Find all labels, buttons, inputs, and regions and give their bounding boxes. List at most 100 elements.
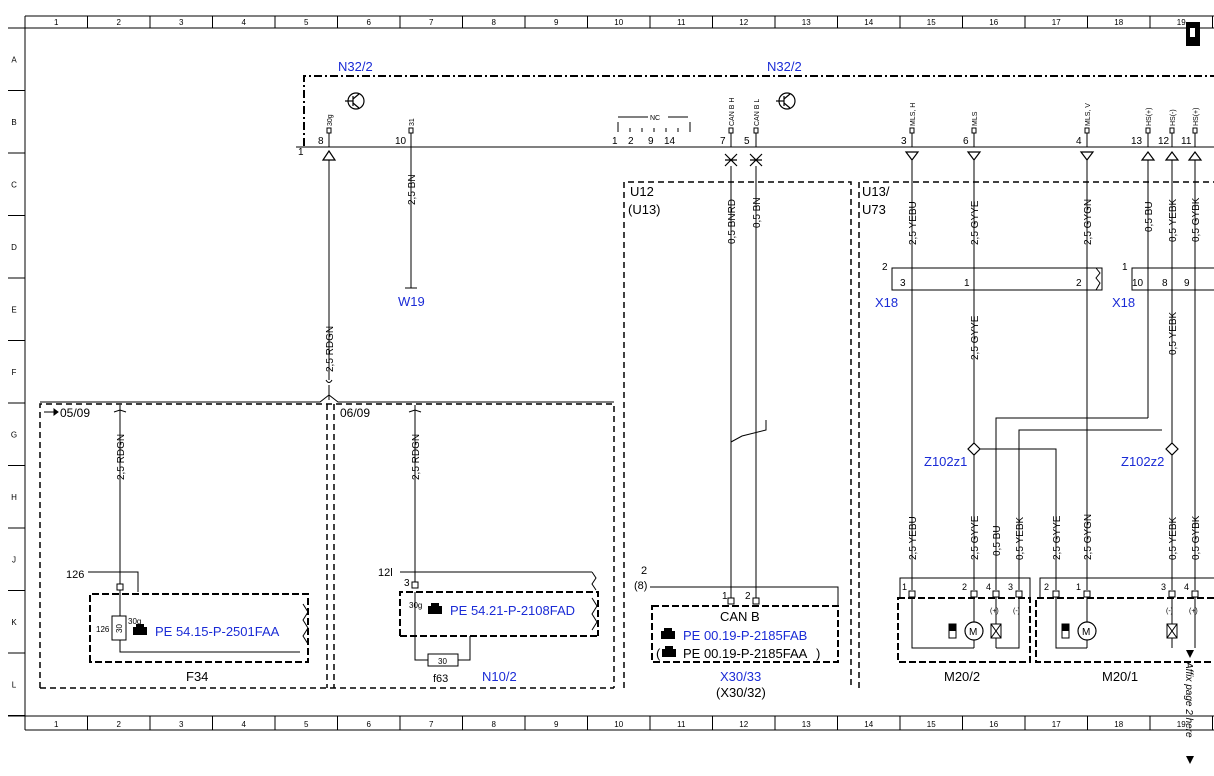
grid-column-label: 4 (242, 18, 247, 27)
svg-text:9: 9 (648, 136, 654, 147)
svg-text:10: 10 (395, 136, 407, 147)
n10-2-pin-numbers: 12l 3 30g 30 (378, 567, 447, 666)
n10-2-reference-icon[interactable] (428, 603, 442, 614)
grid-column-label: 1 (54, 720, 59, 729)
grid-column-label: 19 (1177, 18, 1186, 27)
grid-column-label: 2 (117, 18, 122, 27)
grid-row-label: D (11, 243, 17, 252)
variant-arrow-icons (44, 408, 59, 416)
f34-pin-numbers: 126 126 30g 30 (66, 569, 141, 634)
svg-text:2: 2 (641, 565, 647, 577)
pin-can-h-label: CAN B H (729, 98, 736, 126)
grid-column-label: 9 (554, 18, 559, 27)
x18-pin-numbers: 2 3 1 2 1 10 8 9 (882, 262, 1190, 289)
m20-1-motor-icon: M (1061, 621, 1097, 641)
svg-text:30g: 30g (409, 601, 422, 610)
grid-column-label: 6 (367, 18, 372, 27)
svg-text:126: 126 (66, 569, 84, 581)
grid-column-label: 13 (802, 720, 811, 729)
f34-reference-link[interactable]: PE 54.15-P-2501FAA (155, 624, 280, 639)
svg-text:0,5 GYBK: 0,5 GYBK (1191, 197, 1202, 242)
svg-text:30g: 30g (128, 617, 141, 626)
svg-text:2,5 GYYE: 2,5 GYYE (970, 200, 981, 245)
can-ref2-link[interactable]: PE 00.19-P-2185FAA (683, 646, 808, 661)
svg-text:(+): (+) (990, 608, 999, 615)
svg-text:30: 30 (438, 657, 447, 666)
can-ref1-icon[interactable] (661, 628, 675, 639)
grid-column-label: 16 (989, 18, 998, 27)
svg-text:M: M (969, 627, 977, 638)
svg-text:3: 3 (1008, 582, 1013, 592)
svg-text:2,5 GYYE: 2,5 GYYE (1052, 515, 1063, 560)
can-ref1-link[interactable]: PE 00.19-P-2185FAB (683, 628, 807, 643)
svg-text:(8): (8) (634, 580, 647, 592)
svg-text:2: 2 (745, 591, 751, 602)
grid-column-label: 16 (989, 720, 998, 729)
svg-text:7: 7 (720, 136, 726, 147)
grid-row-label: E (11, 305, 16, 314)
svg-text:2: 2 (882, 262, 888, 273)
diagram-frame (8, 15, 1214, 731)
grid-row-label: B (11, 118, 16, 127)
svg-text:5: 5 (744, 136, 750, 147)
svg-text:11: 11 (1181, 136, 1192, 147)
svg-text:14: 14 (664, 136, 676, 147)
grid-column-label: 18 (1114, 720, 1123, 729)
f34-reference-icon[interactable] (133, 624, 147, 635)
nc-label: NC (650, 115, 660, 122)
z102z1-label: Z102z1 (924, 454, 967, 469)
grid-column-label: 5 (304, 720, 309, 729)
pin-hs-plus-label: HS(+) (1146, 108, 1153, 126)
grid-column-label: 11 (677, 720, 686, 729)
svg-text:2,5 RDGN: 2,5 RDGN (325, 326, 336, 372)
pin-mls-label: MLS (972, 111, 979, 126)
u13-paren-label: (U13) (628, 202, 661, 217)
can-ref2-icon[interactable] (662, 646, 676, 657)
can-b-connector (650, 586, 839, 663)
x18-left-connector (891, 267, 1103, 291)
n32-2-left-label: N32/2 (338, 59, 373, 74)
variant-box-top-line (40, 394, 614, 403)
wire-labels: 2,5 RDGN 2,5 BN 0,5 BNRD 0,5 BN 2,5 YEBU… (116, 174, 1202, 560)
svg-text:0,5 YEBK: 0,5 YEBK (1168, 516, 1179, 560)
svg-text:2,5 GYGN: 2,5 GYGN (1083, 514, 1094, 560)
svg-text:2: 2 (628, 136, 634, 147)
svg-text:1: 1 (1122, 262, 1128, 273)
pin-can-l-label: CAN B L (754, 99, 761, 126)
frame-pin-1: 1 (298, 147, 304, 158)
connector-arrow-icons (321, 149, 1203, 167)
svg-text:3: 3 (901, 136, 907, 147)
m20-1-label: M20/1 (1102, 669, 1138, 684)
svg-text:30: 30 (115, 624, 124, 633)
svg-text:126: 126 (96, 625, 110, 634)
grid-column-label: 8 (492, 18, 497, 27)
svg-text:0,5 YEBK: 0,5 YEBK (1168, 198, 1179, 242)
grid-column-label: 17 (1052, 18, 1061, 27)
f34-label: F34 (186, 669, 208, 684)
n10-2-reference-link[interactable]: PE 54.21-P-2108FAD (450, 603, 575, 618)
svg-text:6: 6 (963, 136, 969, 147)
grid-column-label: 14 (864, 18, 873, 27)
grid-row-label: H (11, 493, 17, 502)
u13-label: U13/ (862, 184, 890, 199)
grid-column-label: 5 (304, 18, 309, 27)
n10-2-label: N10/2 (482, 669, 517, 684)
f63-label: f63 (433, 673, 448, 685)
x30-32-label: (X30/32) (716, 685, 766, 700)
m20-2-motor-icon: M (948, 621, 984, 641)
n10-2-block (399, 571, 599, 667)
svg-text:2,5 RDGN: 2,5 RDGN (116, 434, 127, 480)
grid-column-label: 12 (739, 18, 748, 27)
m20-1-pin-numbers: 2 1 3 4 (-) (+) (1044, 582, 1198, 615)
grid-row-label: A (11, 55, 17, 64)
svg-text:13: 13 (1131, 136, 1143, 147)
grid-row-label: K (11, 618, 17, 627)
grid-column-label: 19 (1177, 720, 1186, 729)
svg-text:8: 8 (318, 136, 324, 147)
transistor-left-icon (345, 92, 365, 110)
svg-text:3: 3 (1161, 582, 1166, 592)
wire-end-hooks (113, 409, 422, 413)
m20-2-pin-numbers: 1 2 4 3 (+) (-) (902, 582, 1020, 615)
m20-2-label: M20/2 (944, 669, 980, 684)
grid-column-label: 8 (492, 720, 497, 729)
